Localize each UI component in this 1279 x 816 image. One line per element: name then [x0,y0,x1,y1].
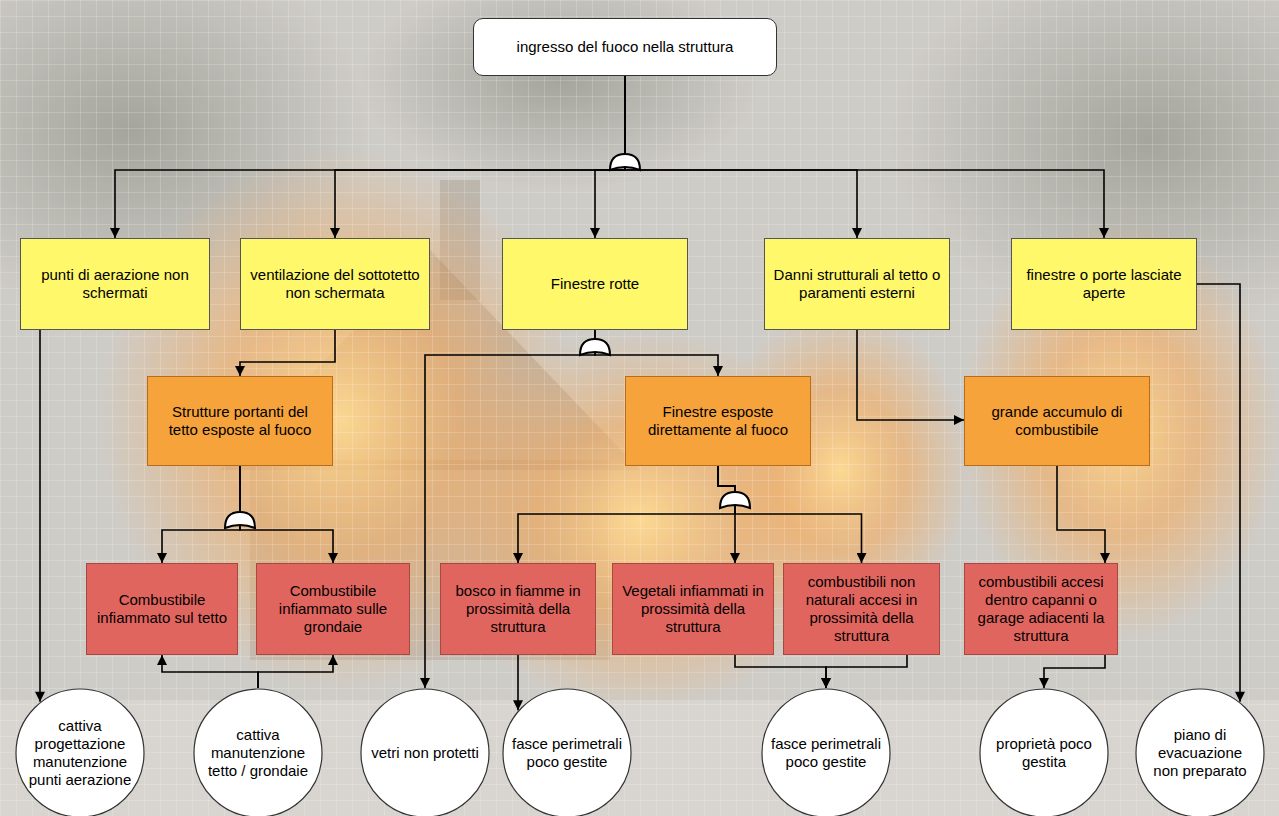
event-label: fasce perimetrali poco gestite [511,735,623,771]
circle-shape [16,689,144,816]
basic-cause-circle: cattiva manutenzione tetto / grondaie [193,688,323,816]
event-label: Finestre rotte [551,275,639,293]
event-label: combustibili accesi dentro capanni o gar… [973,573,1109,645]
or-gate-shape [720,492,750,508]
connector-arrow [335,76,625,238]
basic-cause-circle: piano di evacuazione non preparato [1135,688,1265,816]
event-label: punti di aerazione non schermati [29,266,201,302]
basic-event-box: combustibili accesi dentro capanni o gar… [964,563,1118,655]
circle-shape [1136,689,1264,816]
circle-shape [762,689,890,816]
circle-shape [980,689,1108,816]
connector-arrow [425,330,595,688]
or-gate [610,154,640,170]
basic-cause-circle: proprietà poco gestita [979,688,1109,816]
connector-arrow [258,655,333,688]
connector-arrow [625,76,1104,238]
event-label: combustibili non naturali accesi in pros… [792,573,931,645]
event-label: Vegetali infiammati in prossimità della … [621,582,765,636]
connector-arrow [240,330,335,376]
connector-arrow [718,466,735,563]
event-label: finestre o porte lasciate aperte [1020,266,1188,302]
basic-event-box: Combustibile infiammato sul tetto [86,563,238,655]
event-label: ingresso del fuoco nella struttura [517,38,734,56]
intermediate-event-box: punti di aerazione non schermati [20,238,210,330]
basic-cause-circle: cattiva progettazione manutenzione punti… [15,688,145,816]
top-event-box: ingresso del fuoco nella struttura [473,18,777,76]
connector-arrow [857,330,964,420]
basic-cause-circle: fasce perimetrali poco gestite [502,688,632,816]
intermediate-event-box: ventilazione del sottotetto non schermat… [240,238,430,330]
basic-cause-circle: vetri non protetti [360,688,490,816]
connector-arrow [1057,466,1105,563]
or-gate [580,339,610,355]
basic-event-box: Vegetali infiammati in prossimità della … [612,563,774,655]
basic-cause-circle: fasce perimetrali poco gestite [761,688,891,816]
or-gate [720,492,750,508]
intermediate-event-box: Finestre rotte [502,238,688,330]
event-label: Danni strutturali al tetto o paramenti e… [773,266,941,302]
connector-arrow [39,330,41,702]
event-label: proprietà poco gestita [988,735,1100,771]
connector-arrow [595,330,718,376]
circle-shape [503,689,631,816]
connector-arrow [115,76,625,238]
or-gate-shape [610,154,640,170]
intermediate-event-box: grande accumulo di combustibile [964,376,1150,466]
event-label: piano di evacuazione non preparato [1144,726,1256,780]
connector-arrow [625,76,857,238]
connector-arrow [517,655,519,710]
intermediate-event-box: finestre o porte lasciate aperte [1011,238,1197,330]
basic-event-box: Combustibile infiammato sulle grondaie [256,563,410,655]
or-gate [225,512,255,528]
event-label: ventilazione del sottotetto non schermat… [249,266,421,302]
event-label: fasce perimetrali poco gestite [770,735,882,771]
event-label: Strutture portanti del tetto esposte al … [156,403,324,439]
event-label: vetri non protetti [369,744,481,762]
event-label: Finestre esposte direttamente al fuoco [634,403,802,439]
basic-event-box: combustibili non naturali accesi in pros… [783,563,940,655]
intermediate-event-box: Finestre esposte direttamente al fuoco [625,376,811,466]
event-label: cattiva progettazione manutenzione punti… [24,717,136,789]
event-label: Combustibile infiammato sul tetto [95,591,229,627]
event-label: cattiva manutenzione tetto / grondaie [202,726,314,780]
circle-shape [194,689,322,816]
intermediate-event-box: Strutture portanti del tetto esposte al … [147,376,333,466]
connector-arrow [1197,284,1240,702]
event-label: grande accumulo di combustibile [973,403,1141,439]
event-label: bosco in fiamme in prossimità della stru… [449,582,587,636]
basic-event-box: bosco in fiamme in prossimità della stru… [440,563,596,655]
connector-arrow [1044,655,1105,688]
connector-arrow [162,466,240,563]
event-label: Combustibile infiammato sulle grondaie [265,582,401,636]
connector-arrow [735,655,826,688]
connector-arrow [240,466,333,563]
or-gate-shape [580,339,610,355]
connector-arrow [162,655,258,688]
circle-shape [361,689,489,816]
connector-arrow [826,655,907,688]
connector-arrow [518,466,735,563]
or-gate-shape [225,512,255,528]
intermediate-event-box: Danni strutturali al tetto o paramenti e… [764,238,950,330]
connector-arrow [718,466,862,563]
